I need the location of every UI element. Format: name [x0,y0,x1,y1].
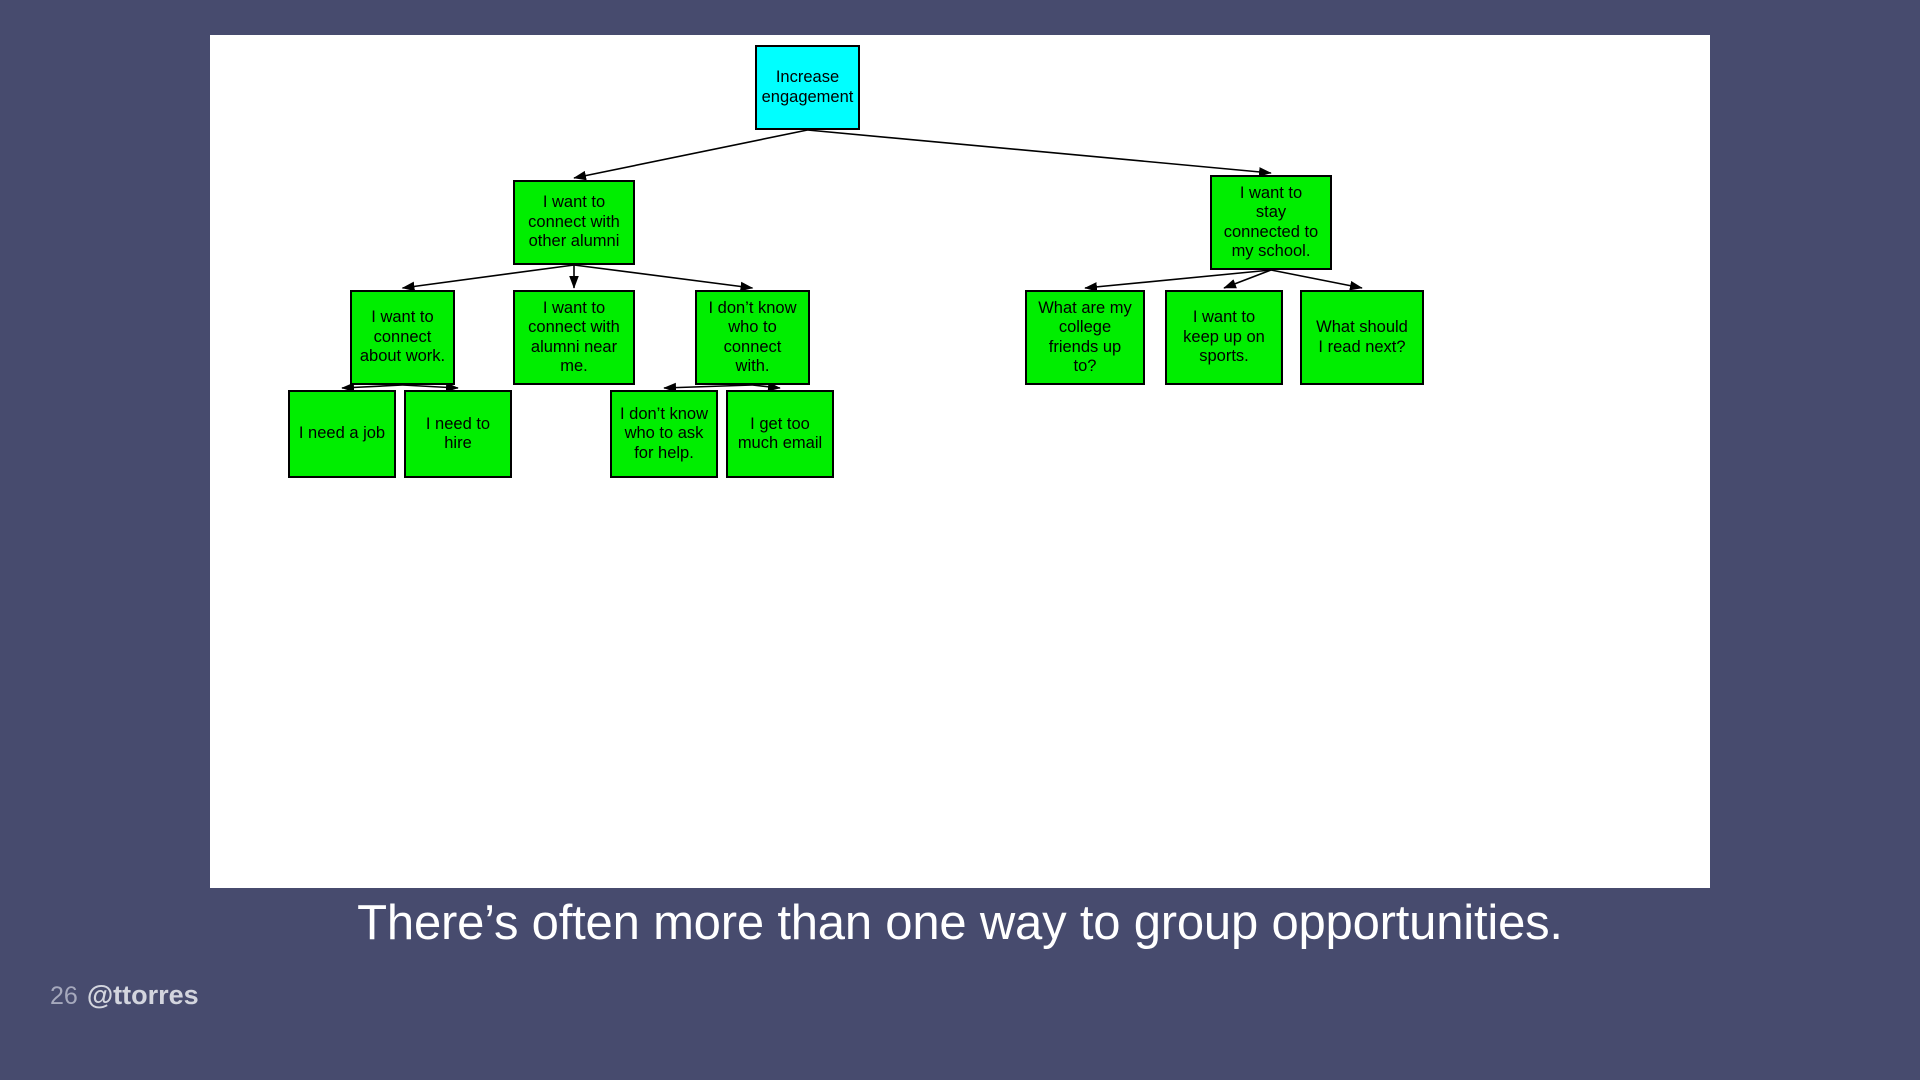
tree-node-opp-1-3: I don’t know who to connect with. [695,290,810,385]
edge-group [341,129,1363,393]
tree-node-opp-2-3: What should I read next? [1300,290,1424,385]
tree-edge-opp-1-1-to-opp-1-1-1 [341,382,403,393]
tree-edge-root-to-opp-2 [807,129,1272,177]
tree-edge-opp-2-to-opp-2-1 [1084,269,1272,292]
tree-node-opp-2: I want to stay connected to my school. [1210,175,1332,270]
tree-node-opp-1-3-2: I get too much email [726,390,834,478]
tree-node-opp-1: I want to connect with other alumni [513,180,635,265]
tree-node-opp-1-2: I want to connect with alumni near me. [513,290,635,385]
tree-node-opp-1-1-1: I need a job [288,390,396,478]
author-handle: @ttorres [86,980,199,1010]
page-number: 26 [50,982,78,1010]
tree-edge-opp-1-to-opp-1-1 [401,264,575,292]
tree-edge-root-to-opp-1 [573,129,808,181]
tree-connectors [341,129,1363,393]
slide-caption: There’s often more than one way to group… [357,896,1563,950]
tree-node-opp-1-1-2: I need to hire [404,390,512,478]
tree-edge-opp-1-to-opp-1-3 [573,264,754,292]
tree-edge-opp-2-to-opp-2-3 [1270,269,1363,291]
tree-edge-opp-1-3-to-opp-1-3-1 [663,382,753,393]
slide-footer: 26 @ttorres [50,980,199,1011]
tree-node-opp-2-1: What are my college friends up to? [1025,290,1145,385]
tree-edge-opp-2-to-opp-2-2 [1223,269,1272,289]
tree-edge-opp-1-3-to-opp-1-3-2 [752,381,781,392]
slide-canvas: Increase engagement I want to connect wit… [210,35,1710,888]
tree-node-opp-2-2: I want to keep up on sports. [1165,290,1283,385]
tree-node-root: Increase engagement [755,45,860,130]
tree-edge-opp-1-1-to-opp-1-1-2 [402,382,459,393]
tree-node-opp-1-1: I want to connect about work. [350,290,455,385]
tree-node-opp-1-3-1: I don’t know who to ask for help. [610,390,718,478]
